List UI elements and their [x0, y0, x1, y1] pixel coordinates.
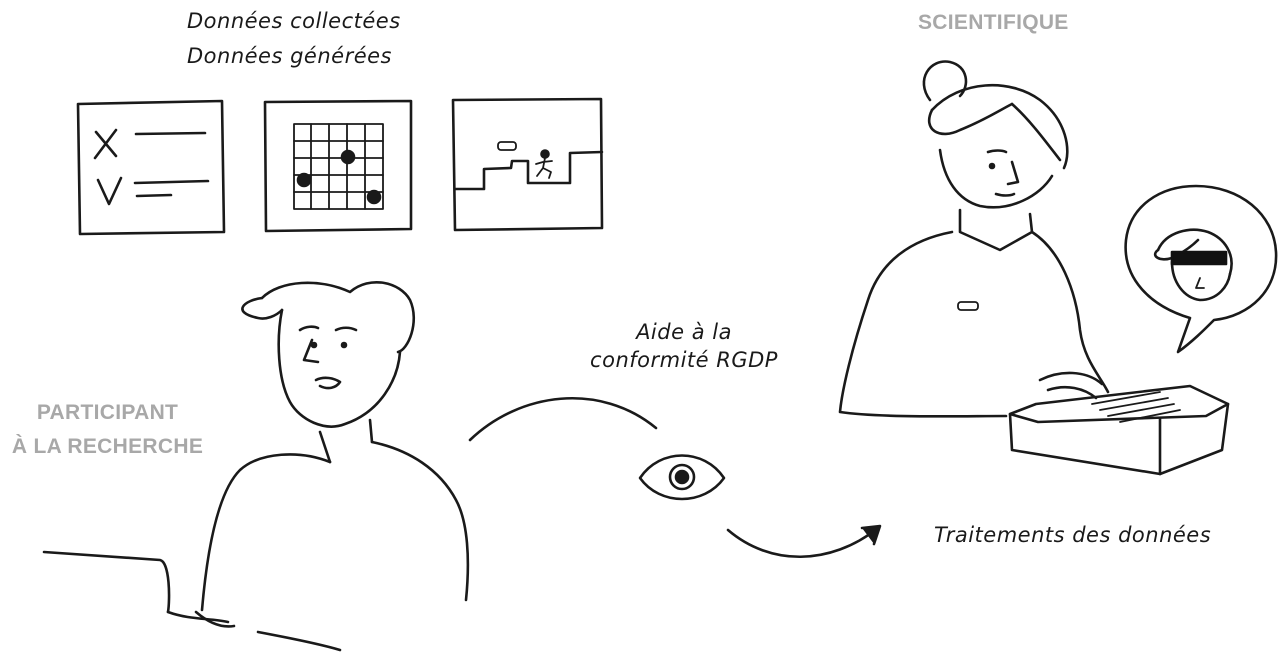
compliance-label-line1: Aide à la [636, 320, 732, 344]
checklist-icon [76, 99, 226, 236]
scientist-label: SCIENTIFIQUE [918, 11, 1069, 34]
participant-figure [42, 281, 470, 652]
eye-icon [638, 454, 726, 501]
participant-label-line2: À LA RECHERCHE [11, 434, 204, 458]
compliance-label: Aide à la conformité RGDP [564, 318, 804, 375]
processing-label: Traitements des données [934, 523, 1212, 547]
grid-game-icon [263, 99, 413, 233]
generated-data-label: Données générées [187, 44, 392, 68]
platform-game-icon [451, 97, 604, 232]
participant-label-line1: PARTICIPANT [36, 401, 179, 424]
participant-label: PARTICIPANT À LA RECHERCHE [10, 396, 205, 463]
anonymized-face-icon [1124, 184, 1278, 354]
compliance-label-line2: conformité RGDP [590, 348, 778, 373]
flow-arrow [468, 397, 882, 559]
collected-data-label: Données collectées [187, 9, 401, 33]
scientist-figure [838, 60, 1230, 476]
